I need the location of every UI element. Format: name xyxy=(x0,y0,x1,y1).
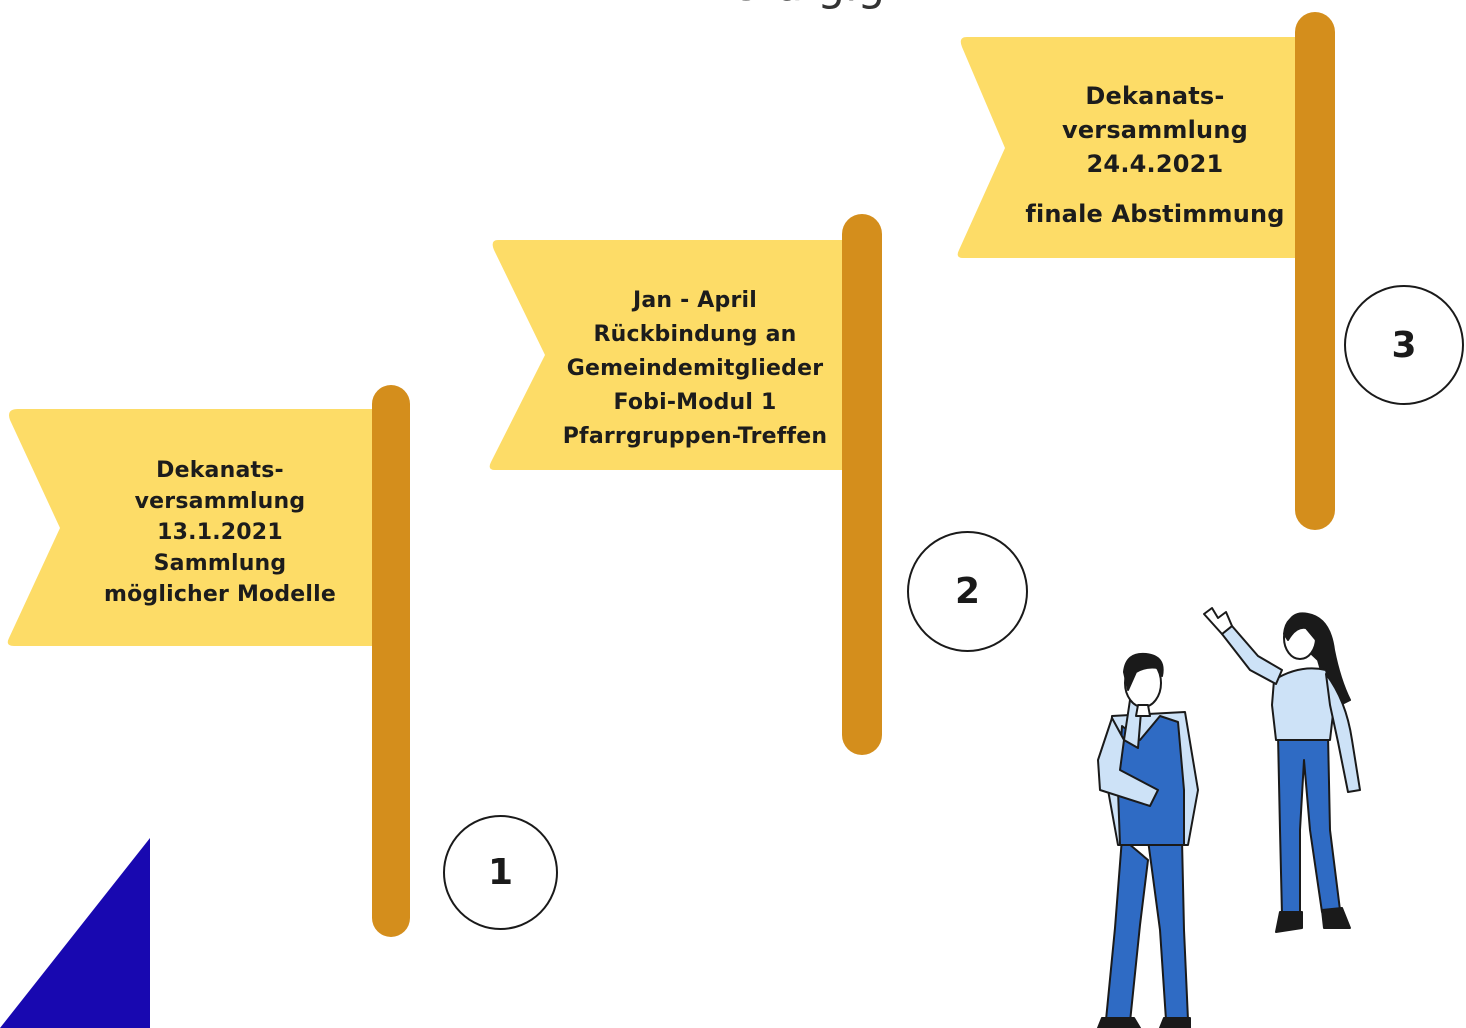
step-badge-1: 1 xyxy=(443,815,558,930)
corner-triangle-decoration xyxy=(0,838,150,1028)
milestone-2-text: Jan - April Rückbindung an Gemeindemitgl… xyxy=(540,284,850,454)
milestone-3-line-2: versammlung xyxy=(1061,116,1249,144)
flag-banner-2 xyxy=(489,240,860,470)
flag-pole-2 xyxy=(842,214,882,755)
milestone-3-line-5: finale Abstimmung xyxy=(1025,200,1285,228)
milestone-flag-3 xyxy=(957,12,1335,530)
milestone-2-line-3: Gemeindemitglieder xyxy=(566,356,824,381)
milestone-flag-2 xyxy=(489,214,882,755)
milestone-1-text: Dekanats- versammlung 13.1.2021 Sammlung… xyxy=(60,455,380,610)
milestone-1-line-3: 13.1.2021 xyxy=(157,520,283,545)
milestone-1-line-4: Sammlung xyxy=(153,551,287,576)
woman-pointing-figure xyxy=(1203,607,1361,933)
flag-pole-1 xyxy=(372,385,410,937)
flag-banner-1 xyxy=(7,409,397,646)
flag-pole-3 xyxy=(1295,12,1335,530)
man-thinking-figure xyxy=(1097,652,1199,1028)
milestone-flag-1 xyxy=(7,385,410,937)
step-badge-2: 2 xyxy=(907,531,1028,652)
milestone-2-line-2: Rückbindung an xyxy=(593,322,797,347)
milestone-1-line-1: Dekanats- xyxy=(156,458,284,483)
flag-banner-3 xyxy=(957,37,1318,258)
milestone-1-line-5: möglicher Modelle xyxy=(103,582,337,607)
cropped-heading-fragment: Ü ä gig xyxy=(730,0,885,11)
step-badge-3: 3 xyxy=(1344,285,1464,405)
milestone-3-line-1: Dekanats- xyxy=(1085,82,1225,110)
milestone-1-line-2: versammlung xyxy=(134,489,306,514)
milestone-2-line-4: Fobi-Modul 1 xyxy=(613,390,777,415)
milestone-2-line-5: Pfarrgruppen-Treffen xyxy=(562,424,828,449)
milestone-3-text: Dekanats- versammlung 24.4.2021 finale A… xyxy=(1005,79,1305,231)
milestone-2-line-1: Jan - April xyxy=(632,288,758,313)
milestone-3-line-3: 24.4.2021 xyxy=(1086,150,1224,178)
